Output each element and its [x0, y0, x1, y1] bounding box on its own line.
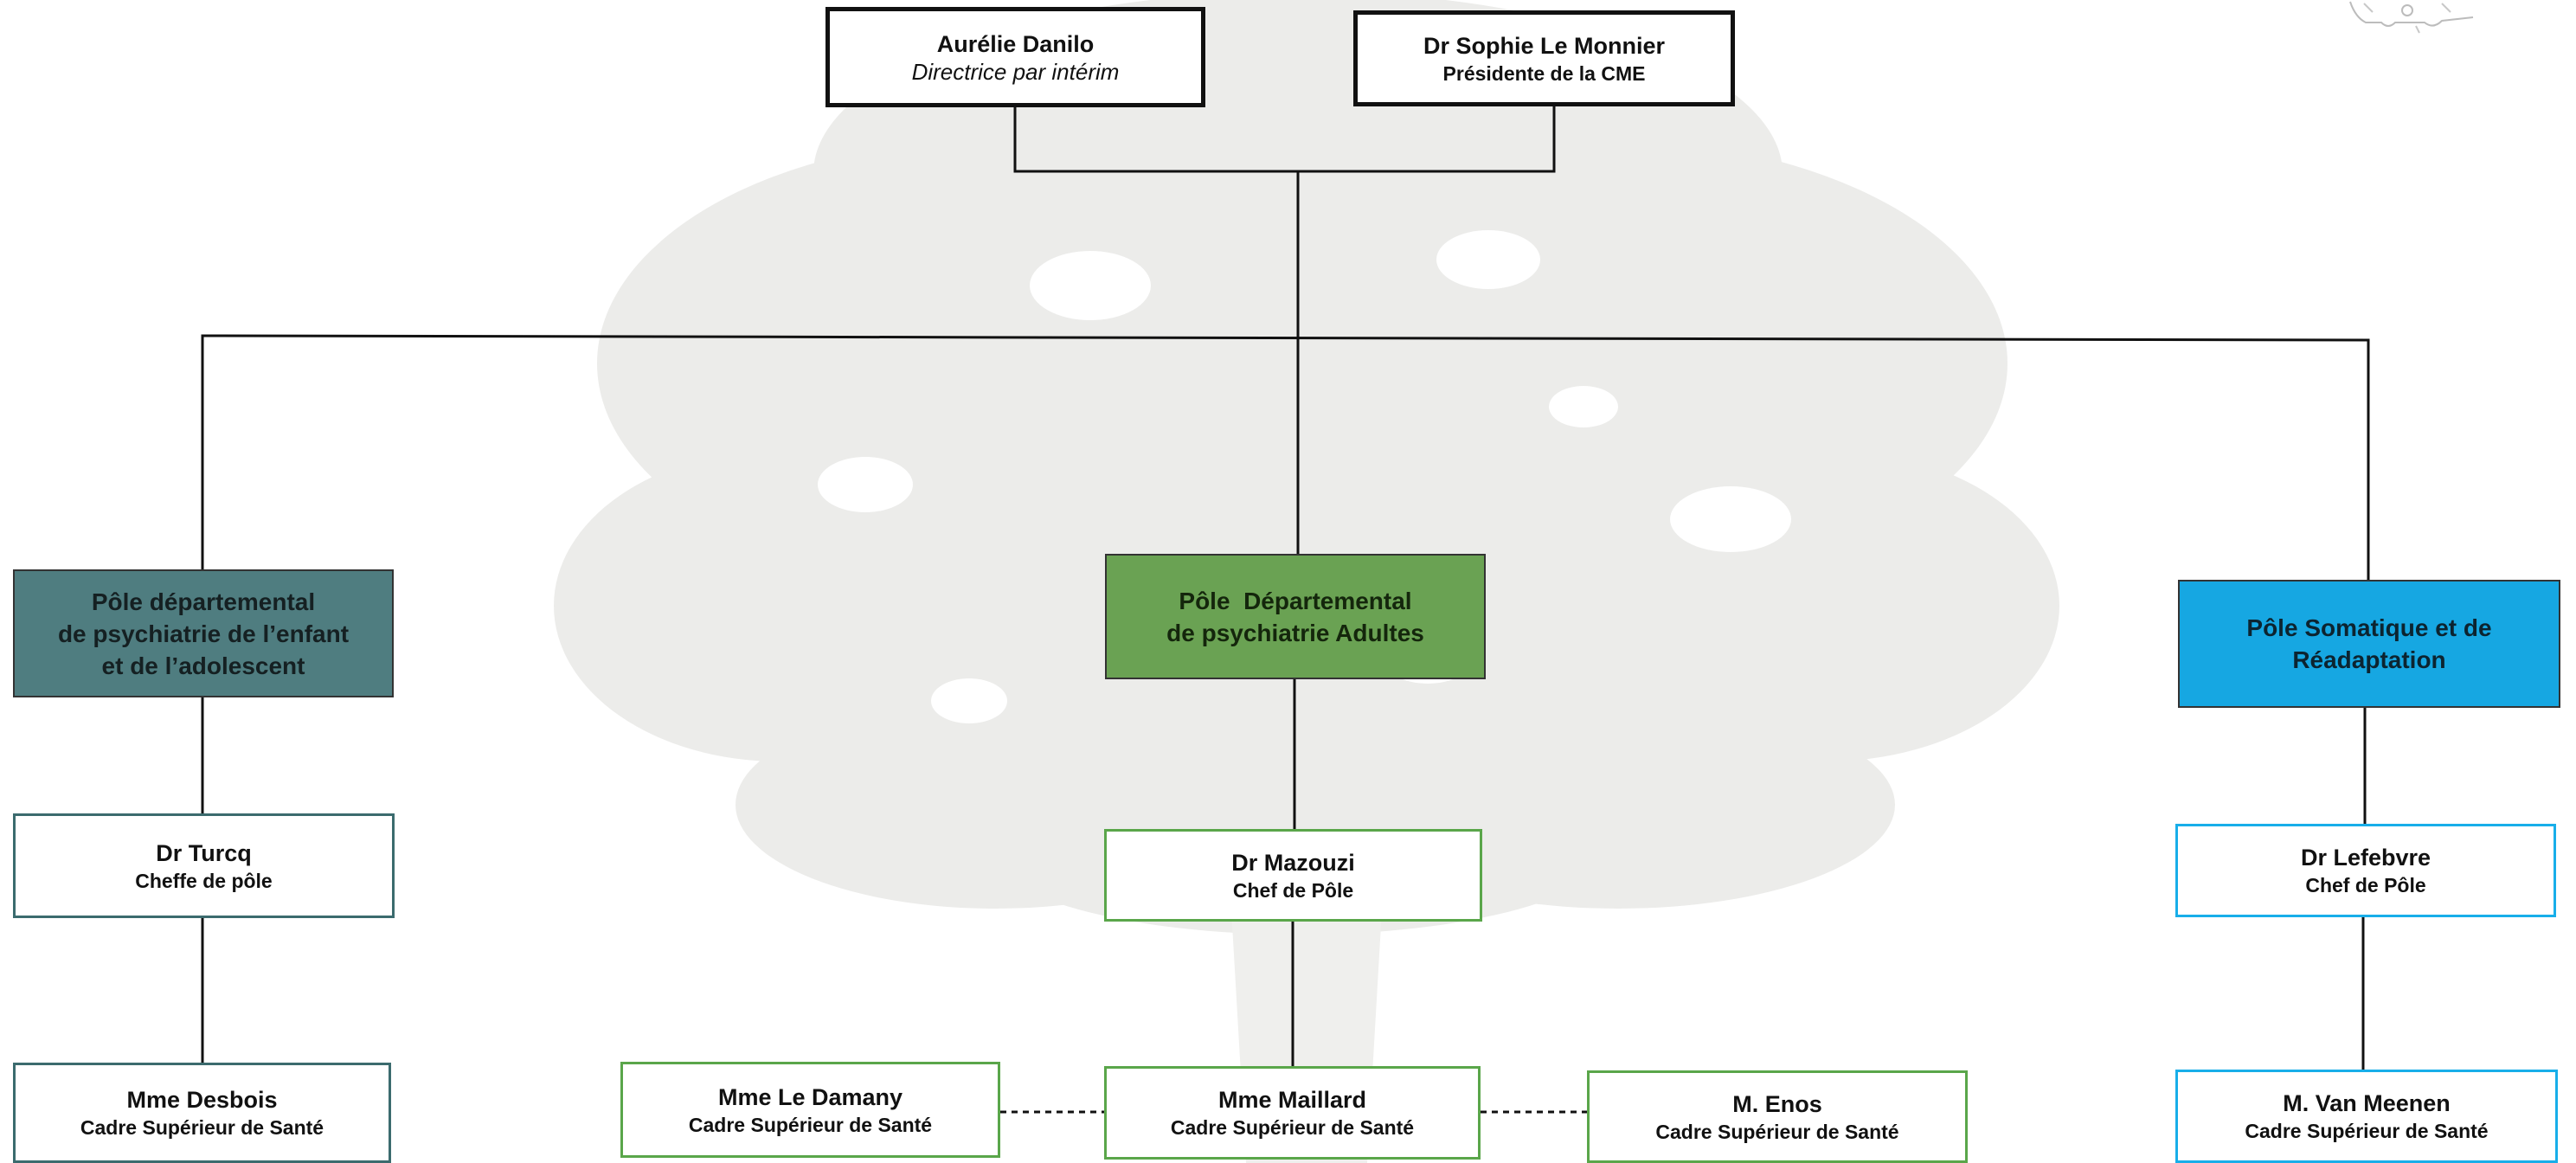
cadre-maillard-title: Cadre Supérieur de Santé — [1170, 1116, 1415, 1139]
chief-somatic-name: Dr Lefebvre — [2300, 845, 2431, 871]
cadre-le-damany-name: Mme Le Damany — [717, 1083, 903, 1110]
pole-somatic-box: Pôle Somatique et de Réadaptation — [2178, 580, 2560, 708]
cadre-maillard-name: Mme Maillard — [1217, 1087, 1367, 1113]
pole-somatic-label-line-1: Pôle Somatique et de — [2246, 614, 2492, 641]
chief-adult-box: Dr Mazouzi Chef de Pôle — [1104, 829, 1482, 922]
cadre-desbois-name: Mme Desbois — [126, 1087, 278, 1113]
chief-adult-title: Chef de Pôle — [1232, 878, 1354, 902]
cadre-adult-le-damany-box: Mme Le Damany Cadre Supérieur de Santé — [620, 1062, 1000, 1158]
pole-child-label-line-2: de psychiatrie de l’enfant — [57, 620, 350, 647]
cme-president-name: Dr Sophie Le Monnier — [1423, 32, 1666, 59]
cme-president-title: Présidente de la CME — [1442, 61, 1646, 85]
pole-somatic-label-line-2: Réadaptation — [2292, 646, 2446, 673]
cadre-adult-maillard-box: Mme Maillard Cadre Supérieur de Santé — [1104, 1066, 1481, 1160]
pole-child-label-line-1: Pôle départemental — [91, 588, 316, 615]
cadre-desbois-title: Cadre Supérieur de Santé — [80, 1116, 324, 1139]
cadre-van-meenen-name: M. Van Meenen — [2283, 1090, 2451, 1116]
pole-adult-box: Pôle Départemental de psychiatrie Adulte… — [1105, 554, 1486, 679]
cadre-adult-enos-box: M. Enos Cadre Supérieur de Santé — [1587, 1070, 1968, 1163]
director-box: Aurélie Danilo Directrice par intérim — [825, 7, 1205, 107]
chief-child-title: Cheffe de pôle — [135, 869, 273, 892]
chief-somatic-title: Chef de Pôle — [2305, 874, 2426, 896]
pole-child-box: Pôle départemental de psychiatrie de l’e… — [13, 569, 394, 697]
director-name: Aurélie Danilo — [936, 31, 1095, 57]
cadre-child-desbois-box: Mme Desbois Cadre Supérieur de Santé — [13, 1063, 391, 1163]
pole-adult-label-line-2: de psychiatrie Adultes — [1166, 619, 1424, 646]
chief-child-name: Dr Turcq — [156, 839, 252, 866]
poles-branch-line — [201, 334, 2370, 580]
pole-adult-label-line-1: Pôle Départemental — [1179, 587, 1412, 614]
chief-child-box: Dr Turcq Cheffe de pôle — [13, 813, 395, 918]
stamp-seal-icon — [2349, 1, 2474, 34]
direction-join-line — [1013, 106, 1556, 173]
cadre-le-damany-title: Cadre Supérieur de Santé — [688, 1113, 933, 1136]
cadre-enos-title: Cadre Supérieur de Santé — [1655, 1120, 1899, 1143]
chief-adult-name: Dr Mazouzi — [1231, 849, 1355, 876]
cme-president-box: Dr Sophie Le Monnier Présidente de la CM… — [1353, 10, 1735, 106]
director-title: Directrice par intérim — [911, 59, 1120, 85]
chief-somatic-box: Dr Lefebvre Chef de Pôle — [2175, 824, 2556, 917]
cadre-enos-name: M. Enos — [1732, 1090, 1822, 1117]
cadre-van-meenen-title: Cadre Supérieur de Santé — [2245, 1120, 2489, 1142]
cadre-somatic-van-meenen-box: M. Van Meenen Cadre Supérieur de Santé — [2175, 1070, 2558, 1163]
pole-child-label-line-3: et de l’adolescent — [101, 652, 305, 679]
